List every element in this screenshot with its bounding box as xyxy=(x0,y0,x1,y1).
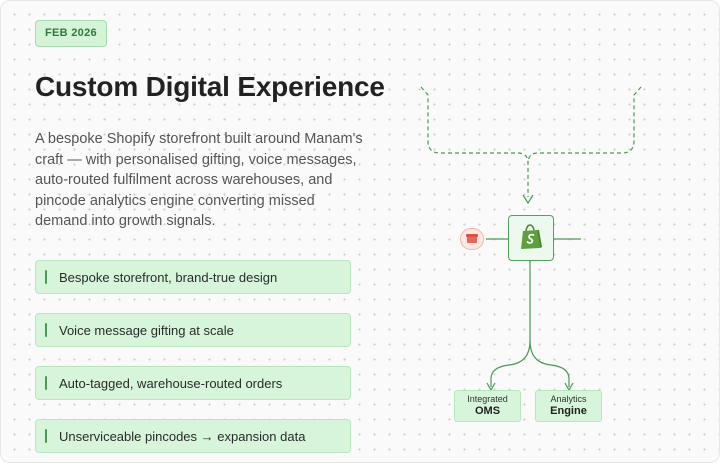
output-node-caption: Integrated xyxy=(467,394,508,404)
input-connector-right xyxy=(527,86,642,164)
feature-item-storefront: Bespoke storefront, brand-true design xyxy=(35,260,351,294)
feature-label: Voice message gifting at scale xyxy=(59,323,234,338)
date-badge: FEB 2026 xyxy=(35,20,107,47)
feature-accent-bar xyxy=(45,429,47,443)
output-node-analytics: Analytics Engine xyxy=(535,390,602,422)
feature-label: Bespoke storefront, brand-true design xyxy=(59,270,278,285)
feature-label: Unserviceable pincodes → expansion data xyxy=(59,429,306,444)
feature-item-routed-orders: Auto-tagged, warehouse-routed orders xyxy=(35,366,351,400)
feature-accent-bar xyxy=(45,376,47,390)
input-connector-left xyxy=(420,86,529,197)
feature-accent-bar xyxy=(45,323,47,337)
input-arrowhead xyxy=(522,194,534,205)
storefront-icon xyxy=(460,228,484,250)
output-node-title: Engine xyxy=(550,405,587,417)
shopify-hub-node xyxy=(508,215,554,261)
output-node-title: OMS xyxy=(474,405,501,417)
feature-item-voice-gifting: Voice message gifting at scale xyxy=(35,313,351,347)
output-node-oms: Integrated OMS xyxy=(454,390,521,422)
page-title: Custom Digital Experience xyxy=(35,71,385,102)
shopify-bag-icon xyxy=(521,224,542,249)
output-node-caption: Analytics xyxy=(550,394,587,404)
output-connector-left xyxy=(490,261,531,387)
feature-item-pincodes: Unserviceable pincodes → expansion data xyxy=(35,419,351,453)
feature-label: Auto-tagged, warehouse-routed orders xyxy=(59,376,283,391)
output-connector-right xyxy=(529,340,570,387)
description: A bespoke Shopify storefront built aroun… xyxy=(35,131,363,229)
feature-accent-bar xyxy=(45,270,47,284)
